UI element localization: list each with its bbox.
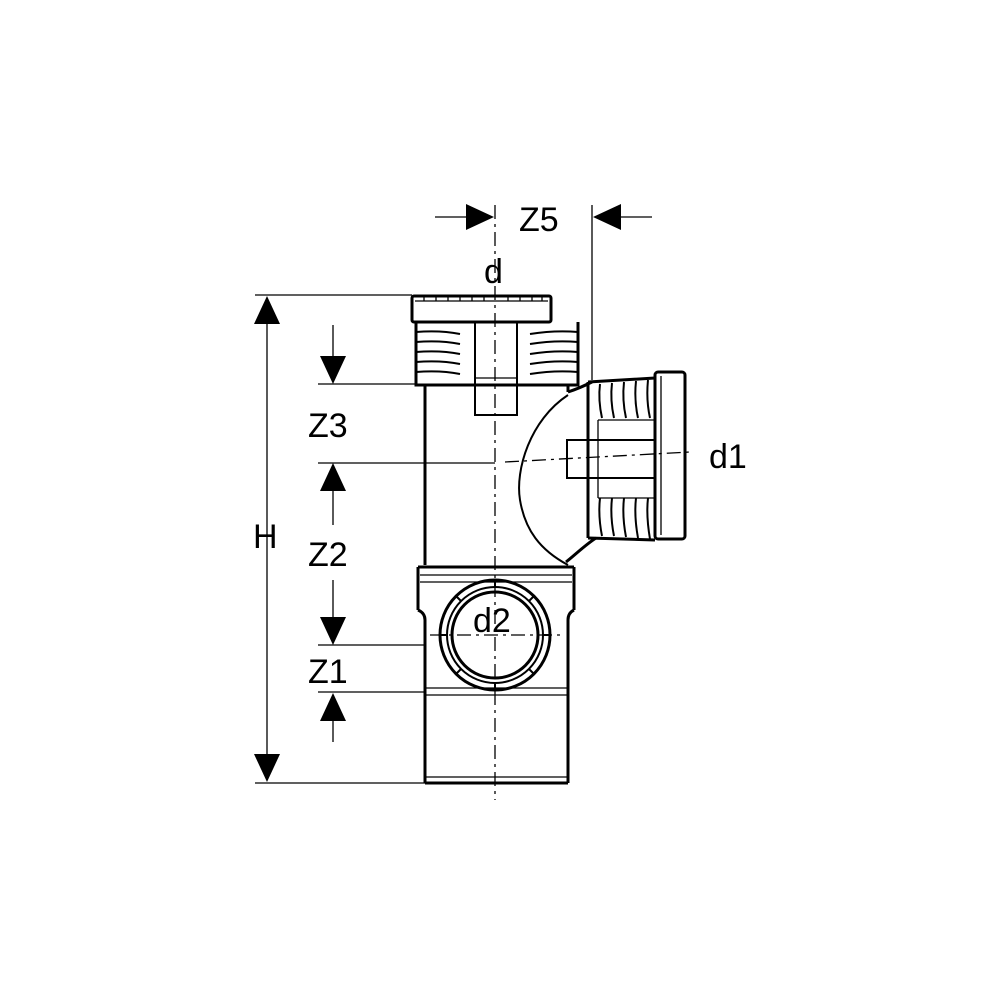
label-d: d — [484, 253, 503, 291]
label-z2: Z2 — [308, 536, 348, 574]
dimension-z1 — [320, 693, 346, 742]
label-d2: d2 — [473, 602, 511, 640]
label-h: H — [253, 518, 278, 556]
label-z5: Z5 — [519, 201, 559, 239]
label-z3: Z3 — [308, 407, 348, 445]
main-pipe-body — [423, 380, 597, 785]
side-socket — [566, 370, 687, 542]
dimension-z3 — [320, 325, 346, 384]
label-d1: d1 — [709, 438, 747, 476]
dimension-z5 — [435, 204, 652, 230]
top-socket — [410, 294, 580, 416]
dimension-h — [254, 296, 280, 782]
center-lines — [430, 205, 691, 800]
label-z1: Z1 — [308, 653, 348, 691]
extension-lines — [255, 205, 593, 784]
dimension-z2 — [320, 463, 346, 645]
